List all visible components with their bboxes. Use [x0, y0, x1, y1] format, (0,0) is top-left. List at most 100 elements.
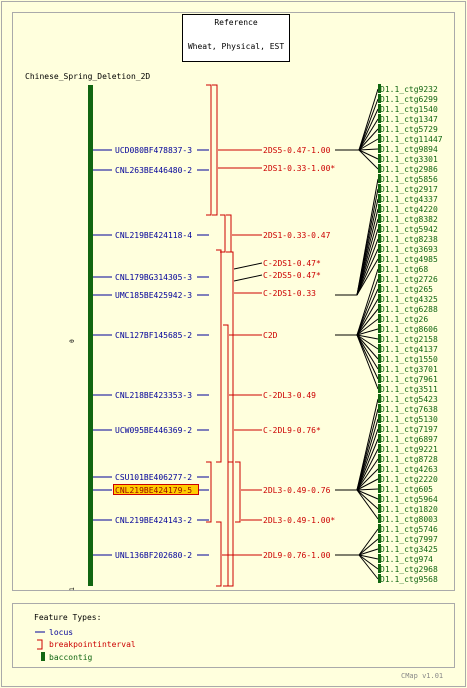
- locus-label[interactable]: UNL136BF202680-2: [115, 551, 192, 560]
- contig-d1-1_ctg7638[interactable]: D1.1_ctg7638: [378, 404, 438, 414]
- contig-d1-1_ctg8728[interactable]: D1.1_ctg8728: [378, 454, 438, 464]
- interval-c-2dl9-0.76-star[interactable]: C-2DL9-0.76*: [234, 426, 321, 435]
- interval-label[interactable]: C2D: [263, 331, 278, 340]
- interval-label[interactable]: C-2DS1-0.47*: [263, 259, 321, 268]
- contig-d1-1_ctg2917[interactable]: D1.1_ctg2917: [378, 184, 438, 194]
- contig-d1-1_ctg4137[interactable]: D1.1_ctg4137: [378, 344, 438, 354]
- contig-d1-1_ctg7197[interactable]: D1.1_ctg7197: [378, 424, 438, 434]
- contig-d1-1_ctg605[interactable]: D1.1_ctg605: [378, 484, 433, 494]
- contig-label[interactable]: D1.1_ctg8606: [380, 325, 438, 334]
- contig-label[interactable]: D1.1_ctg7197: [380, 425, 438, 434]
- map-title[interactable]: Chinese_Spring_Deletion_2D: [25, 72, 150, 81]
- locus-label[interactable]: CNL179BG314305-3: [115, 273, 192, 282]
- interval-label[interactable]: C-2DS1-0.33: [263, 289, 316, 298]
- locus-cnl179bg314305-3[interactable]: CNL179BG314305-3: [93, 273, 209, 282]
- contig-label[interactable]: D1.1_ctg6299: [380, 95, 438, 104]
- contig-label[interactable]: D1.1_ctg4325: [380, 295, 438, 304]
- contig-label[interactable]: D1.1_ctg5130: [380, 415, 438, 424]
- contig-d1-1_ctg26[interactable]: D1.1_ctg26: [378, 314, 428, 324]
- locus-cnl263be446480-2[interactable]: CNL263BE446480-2: [93, 166, 209, 175]
- contig-d1-1_ctg8382[interactable]: D1.1_ctg8382: [378, 214, 438, 224]
- locus-umc185be425942-3[interactable]: UMC185BE425942-3: [93, 291, 209, 300]
- locus-label[interactable]: CNL219BE424179-5: [115, 486, 192, 495]
- contig-label[interactable]: D1.1_ctg2726: [380, 275, 438, 284]
- interval-label[interactable]: 2DL9-0.76-1.00: [263, 551, 331, 560]
- locus-cnl219be424143-2[interactable]: CNL219BE424143-2: [93, 516, 209, 525]
- contig-label[interactable]: D1.1_ctg265: [380, 285, 433, 294]
- contig-label[interactable]: D1.1_ctg7638: [380, 405, 438, 414]
- contig-d1-1_ctg4337[interactable]: D1.1_ctg4337: [378, 194, 438, 204]
- contig-d1-1_ctg5729[interactable]: D1.1_ctg5729: [378, 124, 438, 134]
- contig-d1-1_ctg974[interactable]: D1.1_ctg974: [378, 554, 433, 564]
- contig-label[interactable]: D1.1_ctg68: [380, 265, 428, 274]
- interval-c-2ds1-0.47-star[interactable]: C-2DS1-0.47*: [233, 259, 321, 270]
- interval-label[interactable]: C-2DS5-0.47*: [263, 271, 321, 280]
- contig-label[interactable]: D1.1_ctg3301: [380, 155, 438, 164]
- locus-cnl219be424179-5[interactable]: CNL219BE424179-5: [93, 484, 209, 496]
- interval-bracket[interactable]: [212, 84, 218, 216]
- contig-d1-1_ctg1540[interactable]: D1.1_ctg1540: [378, 104, 438, 114]
- contig-d1-1_ctg11447[interactable]: D1.1_ctg11447: [378, 134, 443, 144]
- contig-label[interactable]: D1.1_ctg4337: [380, 195, 438, 204]
- contig-label[interactable]: D1.1_ctg9894: [380, 145, 438, 154]
- reference-box[interactable]: Reference Wheat, Physical, EST: [182, 14, 290, 62]
- contig-d1-1_ctg3701[interactable]: D1.1_ctg3701: [378, 364, 438, 374]
- contig-label[interactable]: D1.1_ctg9568: [380, 575, 438, 584]
- contig-d1-1_ctg5423[interactable]: D1.1_ctg5423: [378, 394, 438, 404]
- interval-bracket[interactable]: [226, 214, 232, 253]
- contig-d1-1_ctg68[interactable]: D1.1_ctg68: [378, 264, 428, 274]
- contig-d1-1_ctg4220[interactable]: D1.1_ctg4220: [378, 204, 438, 214]
- contig-label[interactable]: D1.1_ctg5856: [380, 175, 438, 184]
- contig-label[interactable]: D1.1_ctg8238: [380, 235, 438, 244]
- contig-label[interactable]: D1.1_ctg4137: [380, 345, 438, 354]
- interval-bracket[interactable]: [206, 461, 212, 523]
- interval-bracket[interactable]: [206, 84, 212, 216]
- interval-c-2ds5-0.47-star[interactable]: C-2DS5-0.47*: [233, 271, 321, 282]
- contig-d1-1_ctg9568[interactable]: D1.1_ctg9568: [378, 574, 438, 584]
- contig-d1-1_ctg6897[interactable]: D1.1_ctg6897: [378, 434, 438, 444]
- locus-cnl127bf145685-2[interactable]: CNL127BF145685-2: [93, 331, 209, 340]
- contig-label[interactable]: D1.1_ctg11447: [380, 135, 443, 144]
- contig-label[interactable]: D1.1_ctg4985: [380, 255, 438, 264]
- interval-2ds5-0.47-1.00[interactable]: 2DS5-0.47-1.00: [218, 146, 331, 155]
- contig-d1-1_ctg5746[interactable]: D1.1_ctg5746: [378, 524, 438, 534]
- contig-d1-1_ctg5130[interactable]: D1.1_ctg5130: [378, 414, 438, 424]
- contig-label[interactable]: D1.1_ctg1347: [380, 115, 438, 124]
- contig-label[interactable]: D1.1_ctg4263: [380, 465, 438, 474]
- contig-d1-1_ctg4325[interactable]: D1.1_ctg4325: [378, 294, 438, 304]
- contig-label[interactable]: D1.1_ctg2220: [380, 475, 438, 484]
- interval-label[interactable]: C-2DL9-0.76*: [263, 426, 321, 435]
- contig-label[interactable]: D1.1_ctg8003: [380, 515, 438, 524]
- contig-d1-1_ctg9894[interactable]: D1.1_ctg9894: [378, 144, 438, 154]
- interval-2ds1-0.33-1.00-star[interactable]: 2DS1-0.33-1.00*: [218, 164, 335, 173]
- contig-label[interactable]: D1.1_ctg7997: [380, 535, 438, 544]
- interval-label[interactable]: 2DS5-0.47-1.00: [263, 146, 331, 155]
- contig-label[interactable]: D1.1_ctg1820: [380, 505, 438, 514]
- contig-d1-1_ctg7997[interactable]: D1.1_ctg7997: [378, 534, 438, 544]
- contig-label[interactable]: D1.1_ctg8728: [380, 455, 438, 464]
- contig-d1-1_ctg3693[interactable]: D1.1_ctg3693: [378, 244, 438, 254]
- locus-cnl218be423353-3[interactable]: CNL218BE423353-3: [93, 391, 209, 400]
- locus-csu101be406277-2[interactable]: CSU101BE406277-2: [93, 473, 209, 482]
- interval-label[interactable]: 2DL3-0.49-0.76: [263, 486, 331, 495]
- locus-label[interactable]: CNL219BE424118-4: [115, 231, 192, 240]
- contig-d1-1_ctg3511[interactable]: D1.1_ctg3511: [378, 384, 438, 394]
- contig-d1-1_ctg5856[interactable]: D1.1_ctg5856: [378, 174, 438, 184]
- locus-ucw095be446369-2[interactable]: UCW095BE446369-2: [93, 426, 209, 435]
- interval-bracket[interactable]: [223, 324, 229, 587]
- contig-d1-1_ctg8003[interactable]: D1.1_ctg8003: [378, 514, 438, 524]
- interval-2ds1-0.33-0.47[interactable]: 2DS1-0.33-0.47: [232, 231, 331, 240]
- interval-label[interactable]: 2DS1-0.33-1.00*: [263, 164, 335, 173]
- locus-label[interactable]: CNL263BE446480-2: [115, 166, 192, 175]
- contig-label[interactable]: D1.1_ctg1540: [380, 105, 438, 114]
- locus-label[interactable]: UCW095BE446369-2: [115, 426, 192, 435]
- contig-d1-1_ctg5942[interactable]: D1.1_ctg5942: [378, 224, 438, 234]
- contig-d1-1_ctg9232[interactable]: D1.1_ctg9232: [378, 84, 438, 94]
- chromosome-bar[interactable]: [88, 85, 93, 586]
- contig-d1-1_ctg1550[interactable]: D1.1_ctg1550: [378, 354, 438, 364]
- contig-d1-1_ctg8606[interactable]: D1.1_ctg8606: [378, 324, 438, 334]
- contig-label[interactable]: D1.1_ctg3511: [380, 385, 438, 394]
- contig-label[interactable]: D1.1_ctg9221: [380, 445, 438, 454]
- contig-label[interactable]: D1.1_ctg8382: [380, 215, 438, 224]
- locus-label[interactable]: UMC185BE425942-3: [115, 291, 192, 300]
